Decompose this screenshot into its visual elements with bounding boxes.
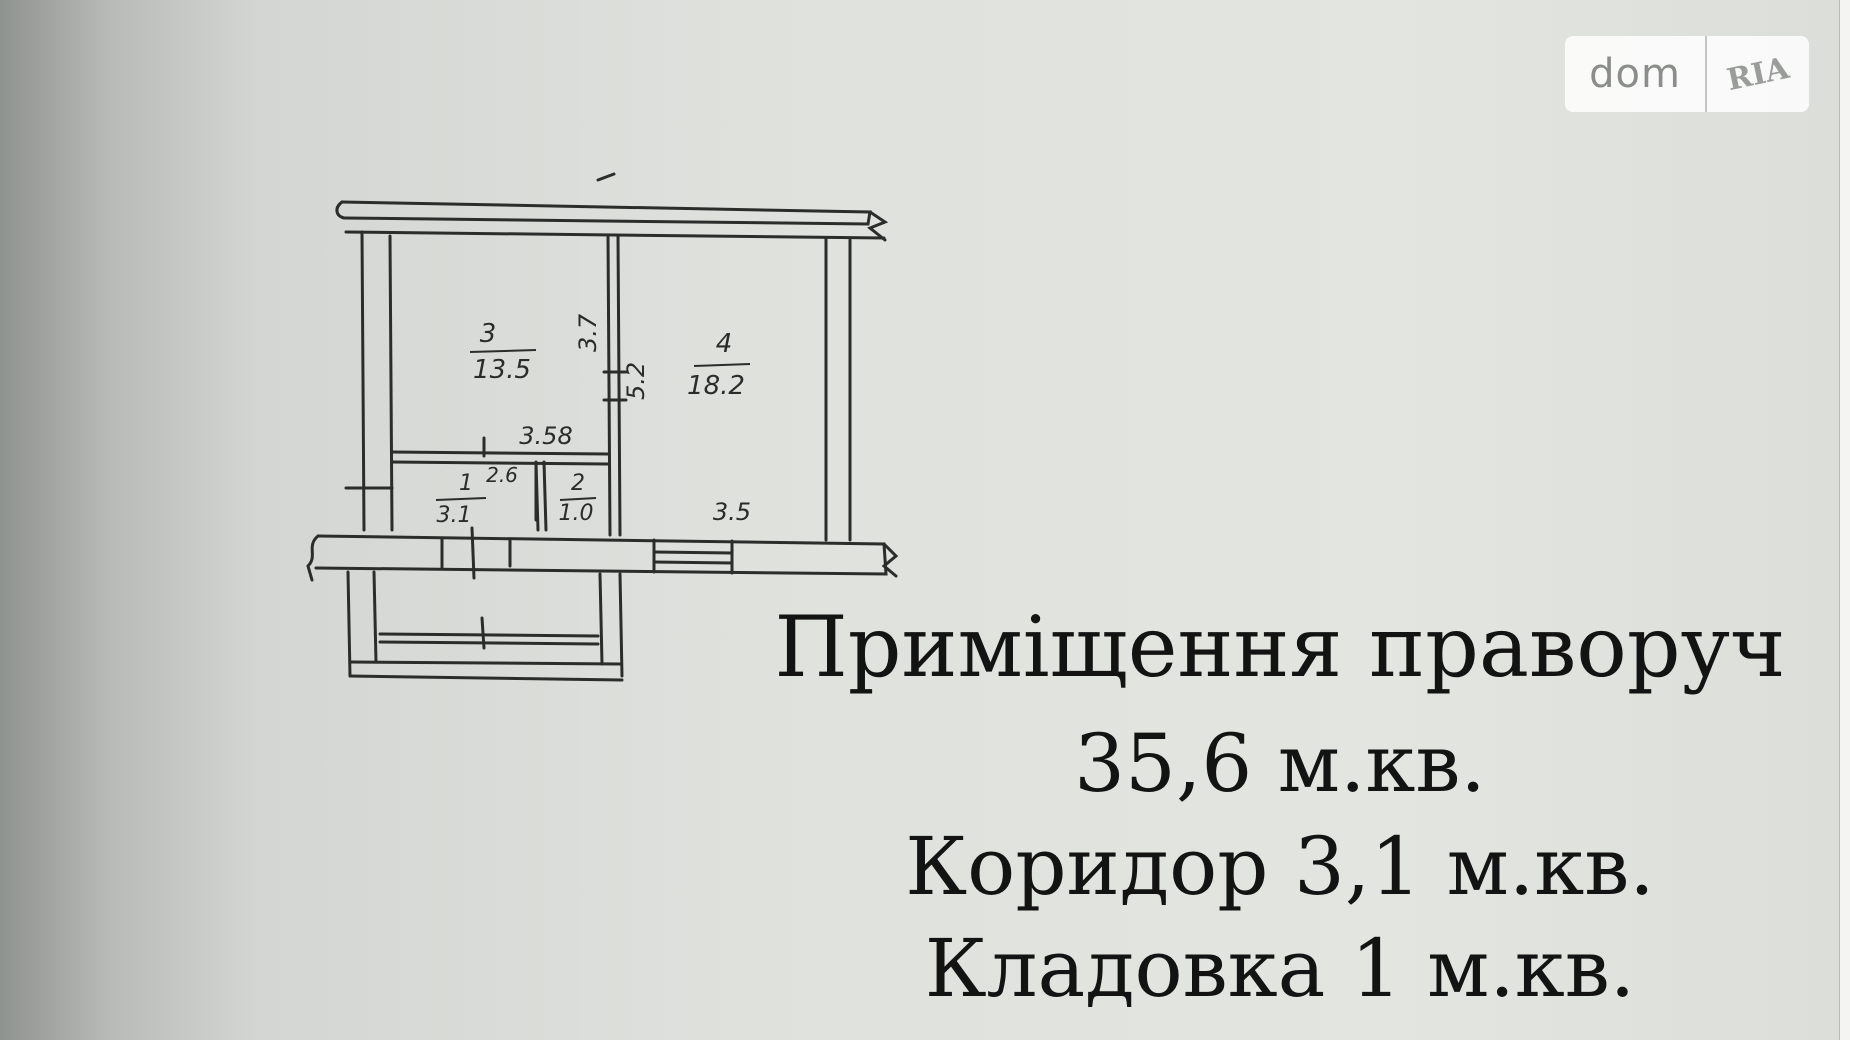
caption-title: Приміщення праворуч [774, 598, 1786, 696]
dim-room4-depth: 5.2 [622, 362, 650, 400]
room-4-area: 18.2 [687, 371, 745, 401]
bottom-wall [314, 534, 888, 576]
left-wall [360, 230, 366, 532]
top-wall [340, 200, 872, 226]
watermark-ria-logo: RIA [1723, 50, 1793, 98]
room-2-number: 2 [571, 471, 585, 496]
caption-corridor-area: Коридор 3,1 м.кв. [905, 820, 1655, 913]
partition-wall [606, 234, 612, 537]
dim-room3-width: 3.7 [574, 313, 602, 352]
dim-corridor-top: 3.58 [519, 422, 572, 450]
watermark-divider [1705, 36, 1707, 112]
room-4-number: 4 [716, 329, 733, 359]
caption-storage-area: Кладовка 1 м.кв. [924, 922, 1636, 1015]
floor-plan: 3 13.5 4 18.2 1 3.1 2 1.0 3.7 5.2 3.58 2… [306, 172, 899, 682]
dom-ria-watermark: dom RIA [1565, 36, 1809, 112]
room-1-area: 3.1 [437, 503, 472, 528]
room-3-number: 3 [480, 319, 497, 349]
room-2-area: 1.0 [559, 501, 594, 526]
dim-room4-width: 3.5 [713, 498, 751, 526]
dim-corridor-inner: 2.6 [486, 463, 518, 487]
room-3-area: 13.5 [473, 355, 531, 385]
watermark-dom-text: dom [1589, 51, 1681, 97]
page-edge [1839, 0, 1850, 1040]
room-1-number: 1 [459, 471, 473, 496]
caption-total-area: 35,6 м.кв. [1074, 717, 1486, 810]
